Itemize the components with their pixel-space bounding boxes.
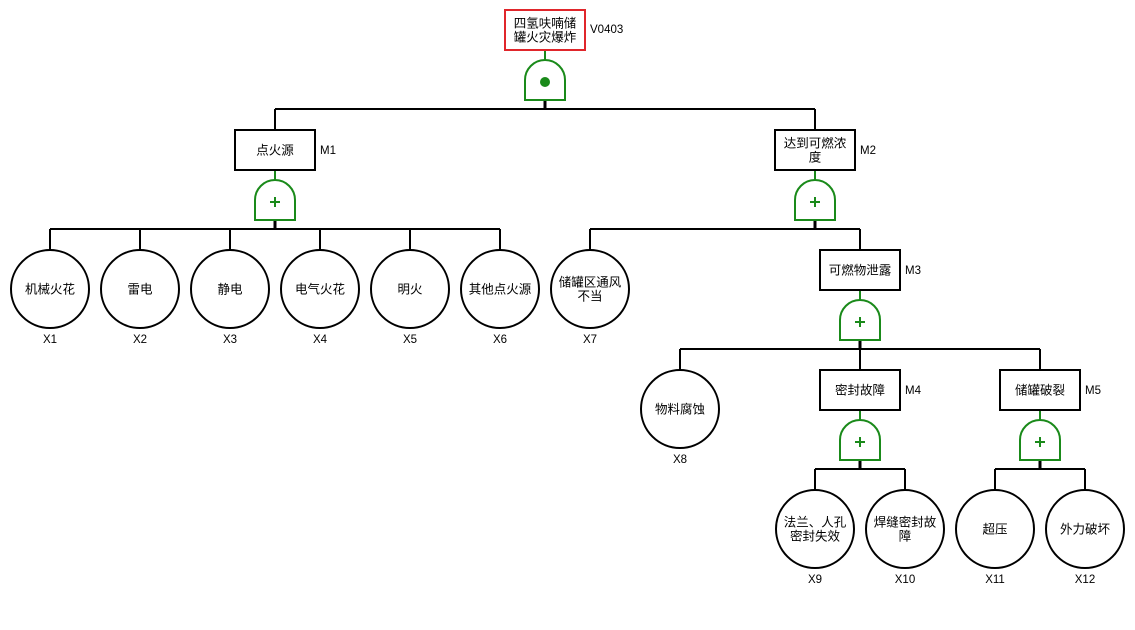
and-gate-t (524, 59, 566, 101)
event-code: X7 (583, 334, 597, 346)
event-label: 其他点火源 (469, 282, 532, 297)
event-label: 外力破坏 (1060, 522, 1111, 537)
event-code: X9 (808, 574, 822, 586)
event-circle (370, 249, 450, 329)
basic-event-x11[interactable]: 超压 X11 (955, 489, 1035, 586)
event-label: 静电 (217, 282, 243, 297)
or-gate-plus-icon (1035, 437, 1045, 447)
event-label: 机械火花 (25, 282, 75, 297)
event-label: 不当 (577, 289, 602, 304)
event-code: M1 (320, 145, 336, 157)
event-box (774, 129, 856, 171)
event-code: X5 (403, 334, 417, 346)
event-circle (955, 489, 1035, 569)
event-code: X4 (313, 334, 328, 346)
event-code: M5 (1085, 385, 1101, 397)
event-label: 储罐区通风 (559, 275, 622, 290)
connectors (49, 50, 1086, 490)
event-box (999, 369, 1081, 411)
event-label: 电气火花 (295, 282, 345, 297)
or-gate-plus-icon (855, 317, 865, 327)
basic-event-x4[interactable]: 电气火花 X4 (280, 249, 360, 346)
and-gate-dot-icon (540, 77, 550, 87)
event-code: X3 (223, 334, 237, 346)
event-label: 可燃物泄露 (829, 263, 892, 278)
event-code: X8 (673, 454, 687, 466)
event-box (819, 249, 901, 291)
event-box (819, 369, 901, 411)
event-label: 罐火灾爆炸 (514, 30, 577, 45)
intermediate-event-m1[interactable]: 点火源 M1 (234, 129, 336, 171)
event-circle (640, 369, 720, 449)
event-code: X1 (43, 334, 57, 346)
event-code: M4 (905, 385, 922, 397)
event-circle (10, 249, 90, 329)
or-gate-m4 (839, 419, 881, 461)
event-label: 雷电 (127, 282, 153, 297)
basic-event-x5[interactable]: 明火 X5 (370, 249, 450, 346)
event-label: 储罐破裂 (1015, 383, 1065, 398)
event-box (504, 9, 586, 51)
or-gate-m2 (794, 179, 836, 221)
intermediate-event-m3[interactable]: 可燃物泄露 M3 (819, 249, 921, 291)
event-code: M2 (860, 145, 876, 157)
intermediate-event-m5[interactable]: 储罐破裂 M5 (999, 369, 1101, 411)
event-circle (460, 249, 540, 329)
event-code: M3 (905, 265, 921, 277)
event-label: 明火 (397, 282, 423, 297)
gates (254, 59, 1061, 461)
event-label: 障 (899, 529, 912, 544)
basic-event-x8[interactable]: 物料腐蚀 X8 (640, 369, 720, 466)
event-label: 焊缝密封故 (874, 515, 937, 530)
event-circle (100, 249, 180, 329)
or-gate-m5 (1019, 419, 1061, 461)
event-circle (190, 249, 270, 329)
event-circle (550, 249, 630, 329)
event-code: X12 (1075, 574, 1095, 586)
basic-event-x1[interactable]: 机械火花 X1 (10, 249, 90, 346)
event-code: V0403 (590, 24, 623, 36)
event-code: X10 (895, 574, 915, 586)
event-label: 物料腐蚀 (655, 402, 705, 417)
event-label: 达到可燃浓 (784, 136, 847, 151)
or-gate-plus-icon (270, 197, 280, 207)
event-label: 密封失效 (790, 529, 841, 544)
or-gate-plus-icon (810, 197, 820, 207)
event-label: 法兰、人孔 (784, 515, 847, 530)
event-circle (865, 489, 945, 569)
event-code: X6 (493, 334, 507, 346)
or-gate-m3 (839, 299, 881, 341)
event-label: 度 (809, 150, 822, 165)
event-label: 四氢呋喃储 (514, 16, 577, 31)
event-code: X11 (985, 574, 1005, 586)
or-gate-plus-icon (855, 437, 865, 447)
intermediate-event-m4[interactable]: 密封故障 M4 (819, 369, 922, 411)
basic-event-x6[interactable]: 其他点火源 X6 (460, 249, 540, 346)
or-gate-m1 (254, 179, 296, 221)
event-box (234, 129, 316, 171)
event-label: 点火源 (256, 143, 294, 158)
basic-event-x12[interactable]: 外力破坏 X12 (1045, 489, 1125, 586)
event-label: 超压 (982, 522, 1007, 537)
event-circle (1045, 489, 1125, 569)
event-code: X2 (133, 334, 147, 346)
basic-event-x3[interactable]: 静电 X3 (190, 249, 270, 346)
basic-event-x2[interactable]: 雷电 X2 (100, 249, 180, 346)
event-circle (280, 249, 360, 329)
event-circle (775, 489, 855, 569)
event-label: 密封故障 (835, 383, 885, 398)
